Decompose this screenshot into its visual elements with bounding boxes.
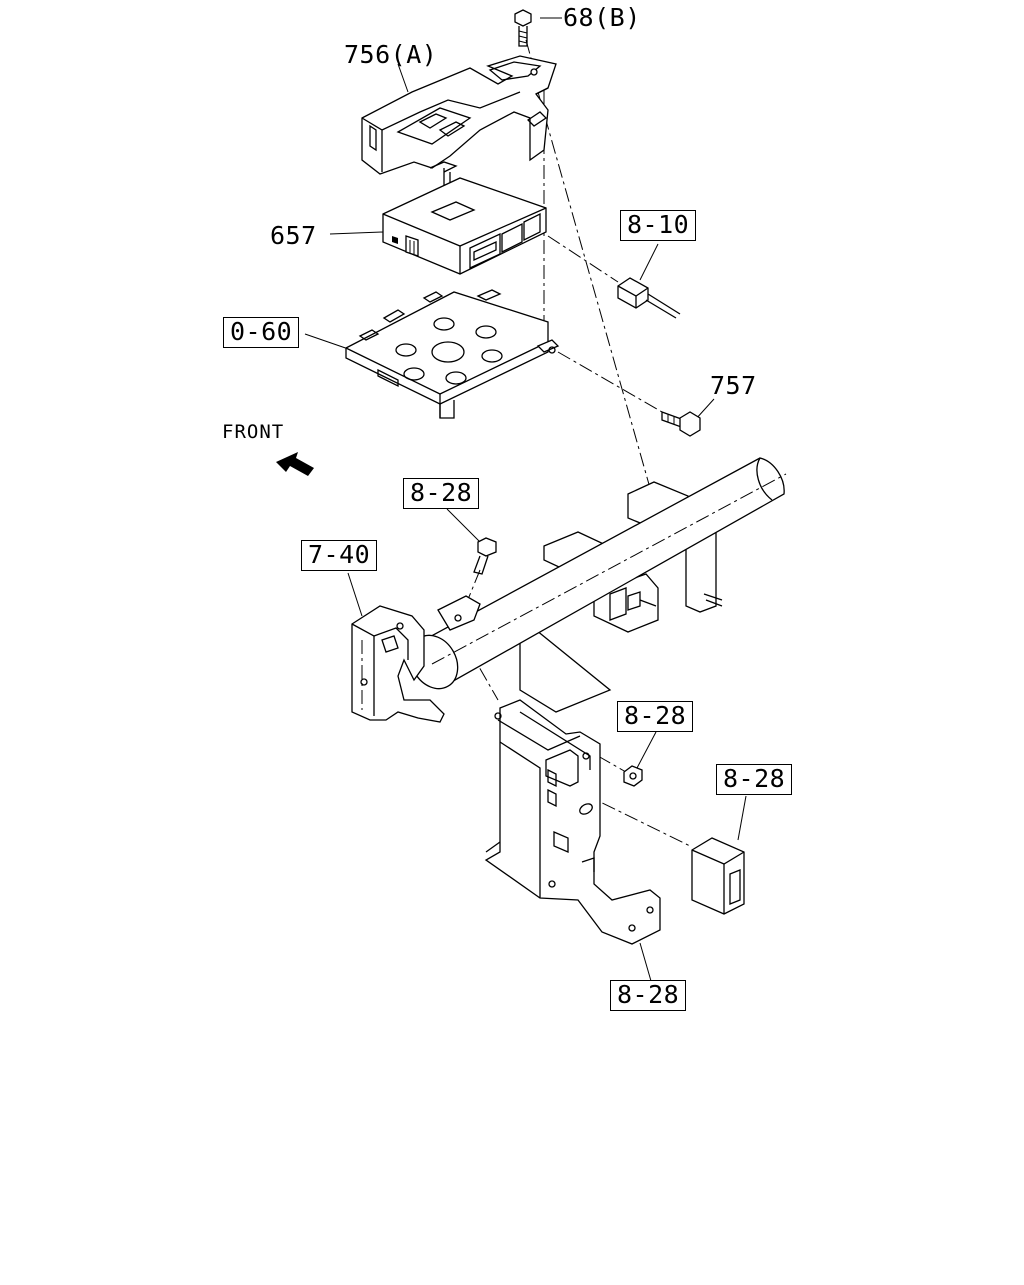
front-direction-label: FRONT bbox=[222, 421, 285, 443]
bolt-68b bbox=[514, 9, 532, 47]
lower-support-bracket bbox=[484, 699, 661, 945]
callout-757: 757 bbox=[710, 371, 757, 400]
ref-box-8-10: 8-10 bbox=[620, 210, 697, 241]
upper-bracket-756a bbox=[361, 55, 557, 192]
ref-box-8-28-top: 8-28 bbox=[403, 478, 480, 509]
callout-68b: 68(B) bbox=[563, 3, 641, 32]
ecu-unit-657 bbox=[382, 177, 547, 275]
ref-box-8-28-bottom: 8-28 bbox=[610, 980, 687, 1011]
leader-lines bbox=[304, 17, 747, 982]
callout-657: 657 bbox=[270, 221, 317, 250]
callout-756a: 756(A) bbox=[344, 40, 438, 69]
module-8-28 bbox=[691, 837, 745, 915]
lower-tray bbox=[345, 289, 560, 419]
nut-8-28 bbox=[623, 765, 643, 787]
arrow-upleft-icon bbox=[276, 452, 314, 476]
side-bracket-7-40 bbox=[351, 605, 445, 723]
ref-box-0-60: 0-60 bbox=[223, 317, 300, 348]
ref-box-8-28-module: 8-28 bbox=[716, 764, 793, 795]
ref-box-7-40: 7-40 bbox=[301, 540, 378, 571]
bolt-757 bbox=[661, 411, 701, 437]
harness-connector bbox=[617, 277, 681, 319]
cross-car-beam bbox=[409, 457, 787, 713]
ref-box-8-28-nut: 8-28 bbox=[617, 701, 694, 732]
bolt-8-28-top bbox=[473, 537, 497, 575]
